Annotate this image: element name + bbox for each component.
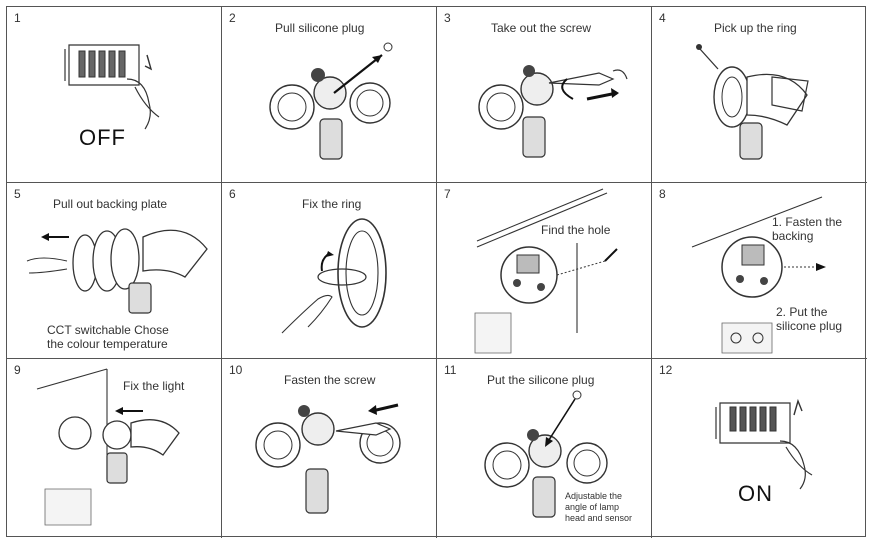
fasten-backing-illustration xyxy=(652,183,826,359)
remove-plug-illustration xyxy=(222,7,437,183)
plug-caption-line-1: 2. Put the xyxy=(776,305,828,319)
step-number: 3 xyxy=(444,11,451,25)
adjust-note-line-2: angle of lamp xyxy=(565,502,620,512)
step-11: 11 Put the silicone plug Adjustable the … xyxy=(437,359,652,538)
instruction-grid: 1 OFF 2 Pull silicone plug xyxy=(6,6,867,538)
plug-caption-line-2: silicone plug xyxy=(776,319,843,333)
step-5: 5 Pull out backing plate CCT switchable … xyxy=(7,183,222,359)
remove-screw-illustration xyxy=(437,65,652,183)
fix-light-illustration xyxy=(7,359,222,538)
cct-note-line-1: CCT switchable Chose xyxy=(47,323,169,337)
step-number: 6 xyxy=(229,187,236,201)
step-caption: Pull silicone plug xyxy=(275,21,365,35)
step-number: 1 xyxy=(14,11,21,25)
insert-plug-illustration xyxy=(437,359,652,538)
step-number: 12 xyxy=(659,363,673,377)
step-caption: Pick up the ring xyxy=(714,21,797,35)
cct-note-line-2: the colour temperature xyxy=(47,337,168,351)
step-12: 12 ON xyxy=(652,359,867,538)
on-label: ON xyxy=(738,481,773,506)
step-caption: Find the hole xyxy=(541,223,611,237)
adjust-note-line-3: head and sensor xyxy=(565,513,633,523)
step-number: 11 xyxy=(444,363,457,377)
step-number: 7 xyxy=(444,187,451,201)
step-caption: Fix the ring xyxy=(302,197,362,211)
backing-plate-illustration xyxy=(7,183,222,359)
step-9: 9 Fix the light xyxy=(7,359,222,538)
step-caption: Fix the light xyxy=(123,379,185,393)
find-hole-illustration xyxy=(437,183,652,359)
step-caption: Fasten the screw xyxy=(284,373,376,387)
step-caption: Pull out backing plate xyxy=(53,197,168,211)
step-caption: Take out the screw xyxy=(491,21,592,35)
step-10: 10 Fasten the screw xyxy=(222,359,437,538)
step-7: 7 Find the hole xyxy=(437,183,652,359)
breaker-switch-on-illustration xyxy=(652,359,867,538)
step-4: 4 Pick up the ring xyxy=(652,7,867,183)
step-number: 4 xyxy=(659,11,666,25)
step-caption: Put the silicone plug xyxy=(487,373,595,387)
pick-ring-illustration xyxy=(696,44,867,183)
fasten-screw-illustration xyxy=(222,359,437,538)
step-number: 9 xyxy=(14,363,21,377)
step-number: 10 xyxy=(229,363,243,377)
step-2: 2 Pull silicone plug xyxy=(222,7,437,183)
step-number: 2 xyxy=(229,11,236,25)
step-8: 8 1. Fasten the backing 2. Put the silic… xyxy=(652,183,867,359)
fix-ring-illustration xyxy=(222,183,437,359)
step-3: 3 Take out the screw xyxy=(437,7,652,183)
off-label: OFF xyxy=(79,125,126,150)
step-1: 1 OFF xyxy=(7,7,222,183)
step-number: 5 xyxy=(14,187,21,201)
fasten-caption-line-1: 1. Fasten the xyxy=(772,215,843,229)
fasten-caption-line-2: backing xyxy=(772,229,814,243)
breaker-switch-off-illustration xyxy=(7,7,222,183)
step-number: 8 xyxy=(659,187,666,201)
adjust-note-line-1: Adjustable the xyxy=(565,491,623,501)
step-6: 6 Fix the ring xyxy=(222,183,437,359)
